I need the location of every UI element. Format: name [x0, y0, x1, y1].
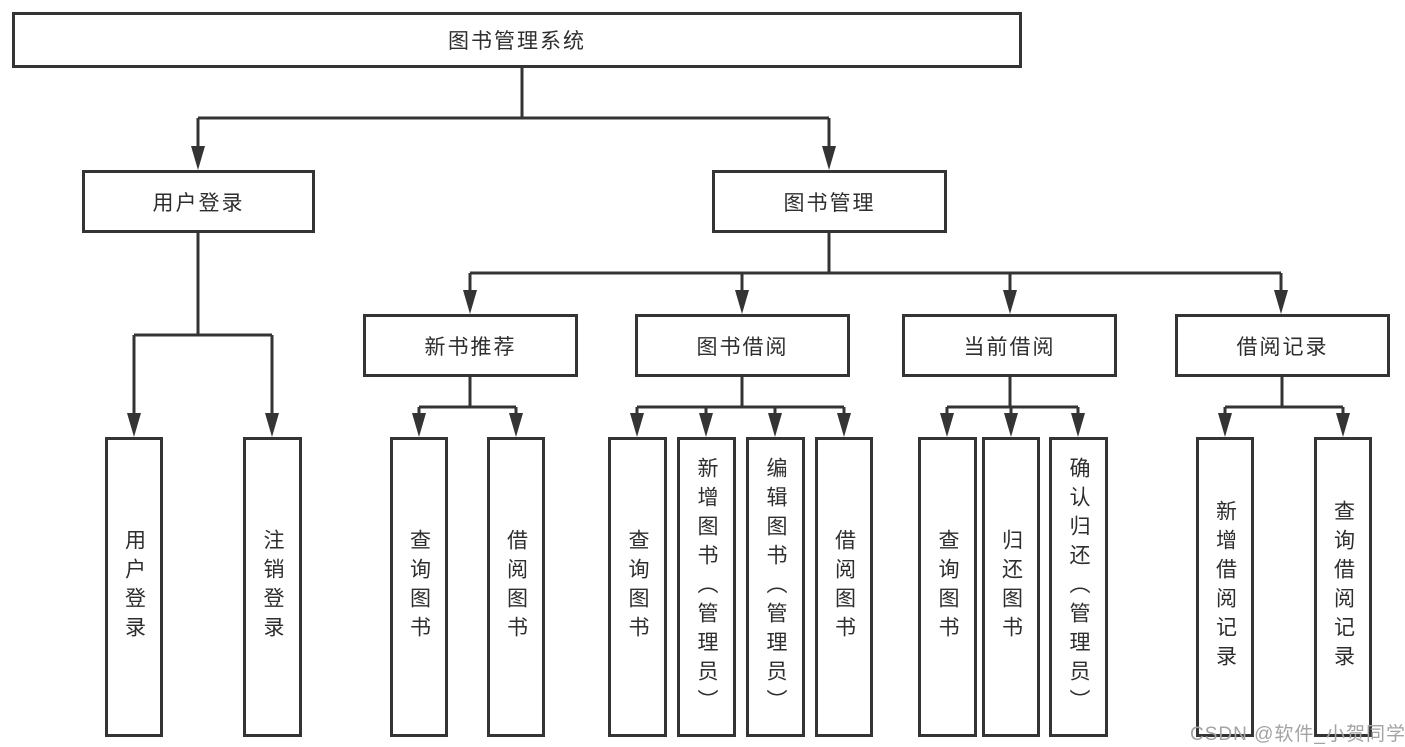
node-new-book-recommend-label: 新书推荐: [424, 335, 517, 359]
node-book-borrow-label: 图书借阅: [696, 335, 789, 359]
node-current-borrow-label: 当前借阅: [963, 335, 1056, 359]
leaf-add-book-admin-label: 新增图书（管理员）: [695, 456, 719, 718]
arrow-icon: [1274, 290, 1288, 314]
arrow-icon: [1336, 413, 1350, 437]
leaf-add-borrow-record-label: 新增借阅记录: [1213, 500, 1237, 674]
leaf-logout-login-label: 注销登录: [261, 529, 285, 645]
node-new-book-recommend: 新书推荐: [363, 314, 578, 377]
leaf-query-book-recommend: 查询图书: [390, 437, 448, 737]
node-current-borrow: 当前借阅: [902, 314, 1117, 377]
arrow-icon: [837, 413, 851, 437]
node-borrow-records-label: 借阅记录: [1236, 335, 1329, 359]
leaf-borrow-book: 借阅图书: [815, 437, 873, 737]
arrow-icon: [1218, 413, 1232, 437]
arrow-icon: [768, 413, 782, 437]
watermark: CSDN @软件_小贺同学: [1190, 724, 1405, 745]
node-book-management-label: 图书管理: [783, 191, 876, 215]
leaf-query-book-current: 查询图书: [918, 437, 977, 737]
arrow-icon: [735, 290, 749, 314]
leaf-confirm-return-admin: 确认归还（管理员）: [1049, 437, 1108, 737]
leaf-query-borrow-record-label: 查询借阅记录: [1331, 500, 1355, 674]
leaf-query-borrow-record: 查询借阅记录: [1314, 437, 1372, 737]
arrow-icon: [265, 413, 279, 437]
leaf-confirm-return-admin-label: 确认归还（管理员）: [1067, 456, 1091, 718]
arrow-icon: [509, 413, 523, 437]
arrow-icon: [940, 413, 954, 437]
leaf-query-book-borrow-label: 查询图书: [626, 529, 650, 645]
arrow-icon: [1071, 413, 1085, 437]
leaf-query-book-borrow: 查询图书: [608, 437, 667, 737]
node-user-login-label: 用户登录: [152, 191, 245, 215]
arrow-icon: [1004, 413, 1018, 437]
arrow-icon: [463, 290, 477, 314]
leaf-borrow-book-label: 借阅图书: [832, 529, 856, 645]
leaf-add-borrow-record: 新增借阅记录: [1196, 437, 1254, 737]
arrow-icon: [822, 146, 836, 170]
leaf-edit-book-admin: 编辑图书（管理员）: [746, 437, 805, 737]
arrowheads: [127, 146, 1350, 437]
leaf-query-book-current-label: 查询图书: [936, 529, 960, 645]
arrow-icon: [1003, 290, 1017, 314]
node-borrow-records: 借阅记录: [1175, 314, 1390, 377]
leaf-return-book-label: 归还图书: [999, 529, 1023, 645]
leaf-borrow-book-recommend-label: 借阅图书: [504, 529, 528, 645]
node-book-borrow: 图书借阅: [635, 314, 850, 377]
leaf-borrow-book-recommend: 借阅图书: [487, 437, 545, 737]
leaf-edit-book-admin-label: 编辑图书（管理员）: [764, 456, 788, 718]
leaf-add-book-admin: 新增图书（管理员）: [677, 437, 736, 737]
leaf-user-login: 用户登录: [105, 437, 163, 737]
leaf-logout-login: 注销登录: [243, 437, 302, 737]
leaf-return-book: 归还图书: [982, 437, 1040, 737]
arrow-icon: [630, 413, 644, 437]
node-book-management: 图书管理: [712, 170, 947, 233]
node-root: 图书管理系统: [12, 12, 1022, 68]
leaf-query-book-recommend-label: 查询图书: [407, 529, 431, 645]
arrow-icon: [412, 413, 426, 437]
tree-edges: [132, 66, 1345, 417]
leaf-user-login-label: 用户登录: [122, 529, 146, 645]
arrow-icon: [127, 413, 141, 437]
arrow-icon: [191, 146, 205, 170]
node-root-label: 图书管理系统: [448, 30, 586, 53]
node-user-login: 用户登录: [82, 170, 315, 233]
arrow-icon: [699, 413, 713, 437]
